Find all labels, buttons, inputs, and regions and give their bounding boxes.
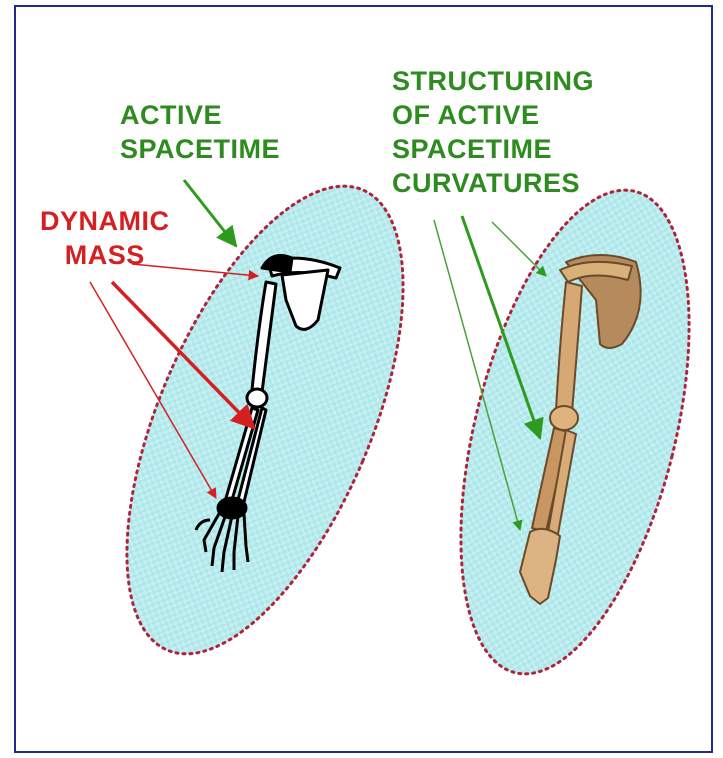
arrow-curvature-1 (492, 222, 546, 276)
label-dynamic-mass: DYNAMIC MASS (40, 204, 170, 272)
arrow-active-spacetime (184, 180, 236, 246)
label-active-spacetime: ACTIVE SPACETIME (120, 98, 280, 166)
label-structuring-curvatures: STRUCTURING OF ACTIVE SPACETIME CURVATUR… (392, 64, 594, 200)
